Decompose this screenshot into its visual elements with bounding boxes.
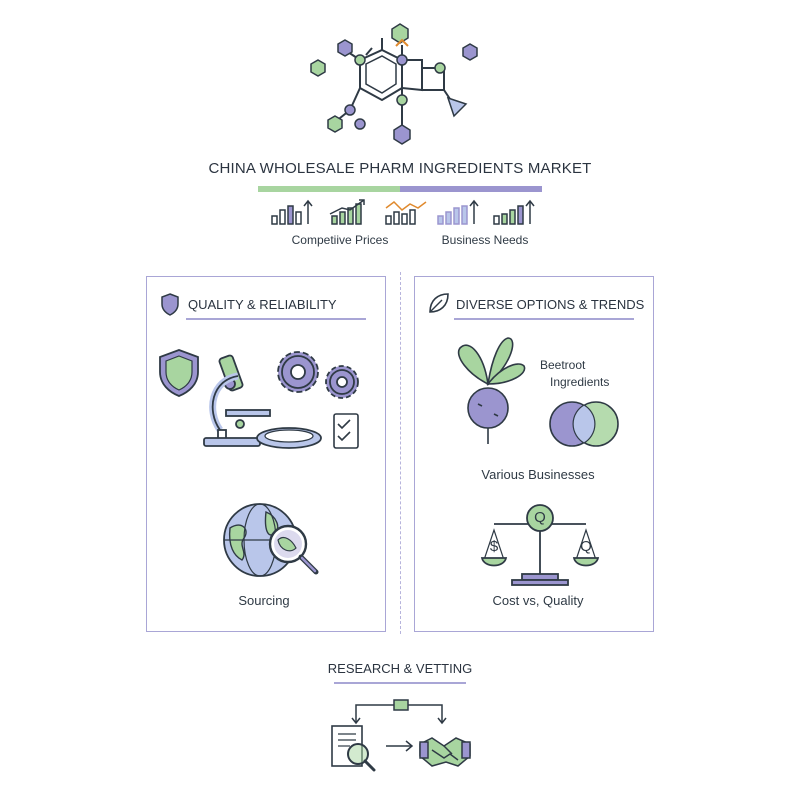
- quality-heading-rule: [186, 318, 366, 320]
- scale-right-symbol: Q: [580, 538, 592, 555]
- quality-heading: QUALITY & RELIABILITY: [188, 297, 337, 312]
- overlap-circles-icon: [549, 401, 619, 447]
- microscope-icon: [203, 354, 271, 447]
- beetroot-label-line1: Beetroot: [540, 358, 586, 372]
- beetroot-icon: [457, 337, 526, 444]
- handshake-icon: [419, 737, 471, 767]
- panel-divider: [400, 272, 401, 634]
- competitive-prices-caption: Competiive Prices: [291, 233, 389, 247]
- large-shield-icon: [159, 349, 199, 397]
- business-bars-icon: [493, 199, 535, 225]
- globe-magnifier-icon: [223, 503, 319, 577]
- gears-icon: [277, 351, 359, 399]
- page-title: CHINA WHOLESALE PHARM INGREDIENTS MARKET: [208, 160, 592, 177]
- rising-bars-icon: [437, 199, 479, 225]
- cost-vs-quality-label: Cost vs, Quality: [492, 593, 584, 608]
- molecule-icon: [310, 23, 478, 145]
- research-heading: RESEARCH & VETTING: [327, 661, 473, 676]
- petri-dish-icon: [256, 427, 322, 449]
- various-businesses-label: Various Businesses: [481, 467, 595, 482]
- checklist-icon: [333, 413, 359, 449]
- research-flow-diagram: [351, 699, 447, 752]
- research-heading-rule: [334, 682, 466, 684]
- bar-chart-icon: [271, 199, 313, 225]
- options-heading-rule: [454, 318, 634, 320]
- beetroot-label-line2: Ingredients: [550, 375, 610, 389]
- options-heading: DIVERSE OPTIONS & TRENDS: [456, 297, 645, 312]
- shield-icon: [161, 293, 179, 316]
- trend-line-icon: [385, 201, 427, 225]
- scale-left-symbol: $: [489, 538, 499, 555]
- growth-chart-icon: [329, 199, 365, 225]
- sourcing-label: Sourcing: [238, 593, 290, 608]
- options-panel: [414, 276, 654, 632]
- title-underline: [258, 186, 542, 192]
- document-search-icon: [331, 725, 376, 772]
- leaf-icon: [429, 293, 449, 313]
- business-needs-caption: Business Needs: [441, 233, 529, 247]
- balance-scale-icon: [480, 504, 600, 586]
- scale-center-symbol: Q: [534, 509, 546, 526]
